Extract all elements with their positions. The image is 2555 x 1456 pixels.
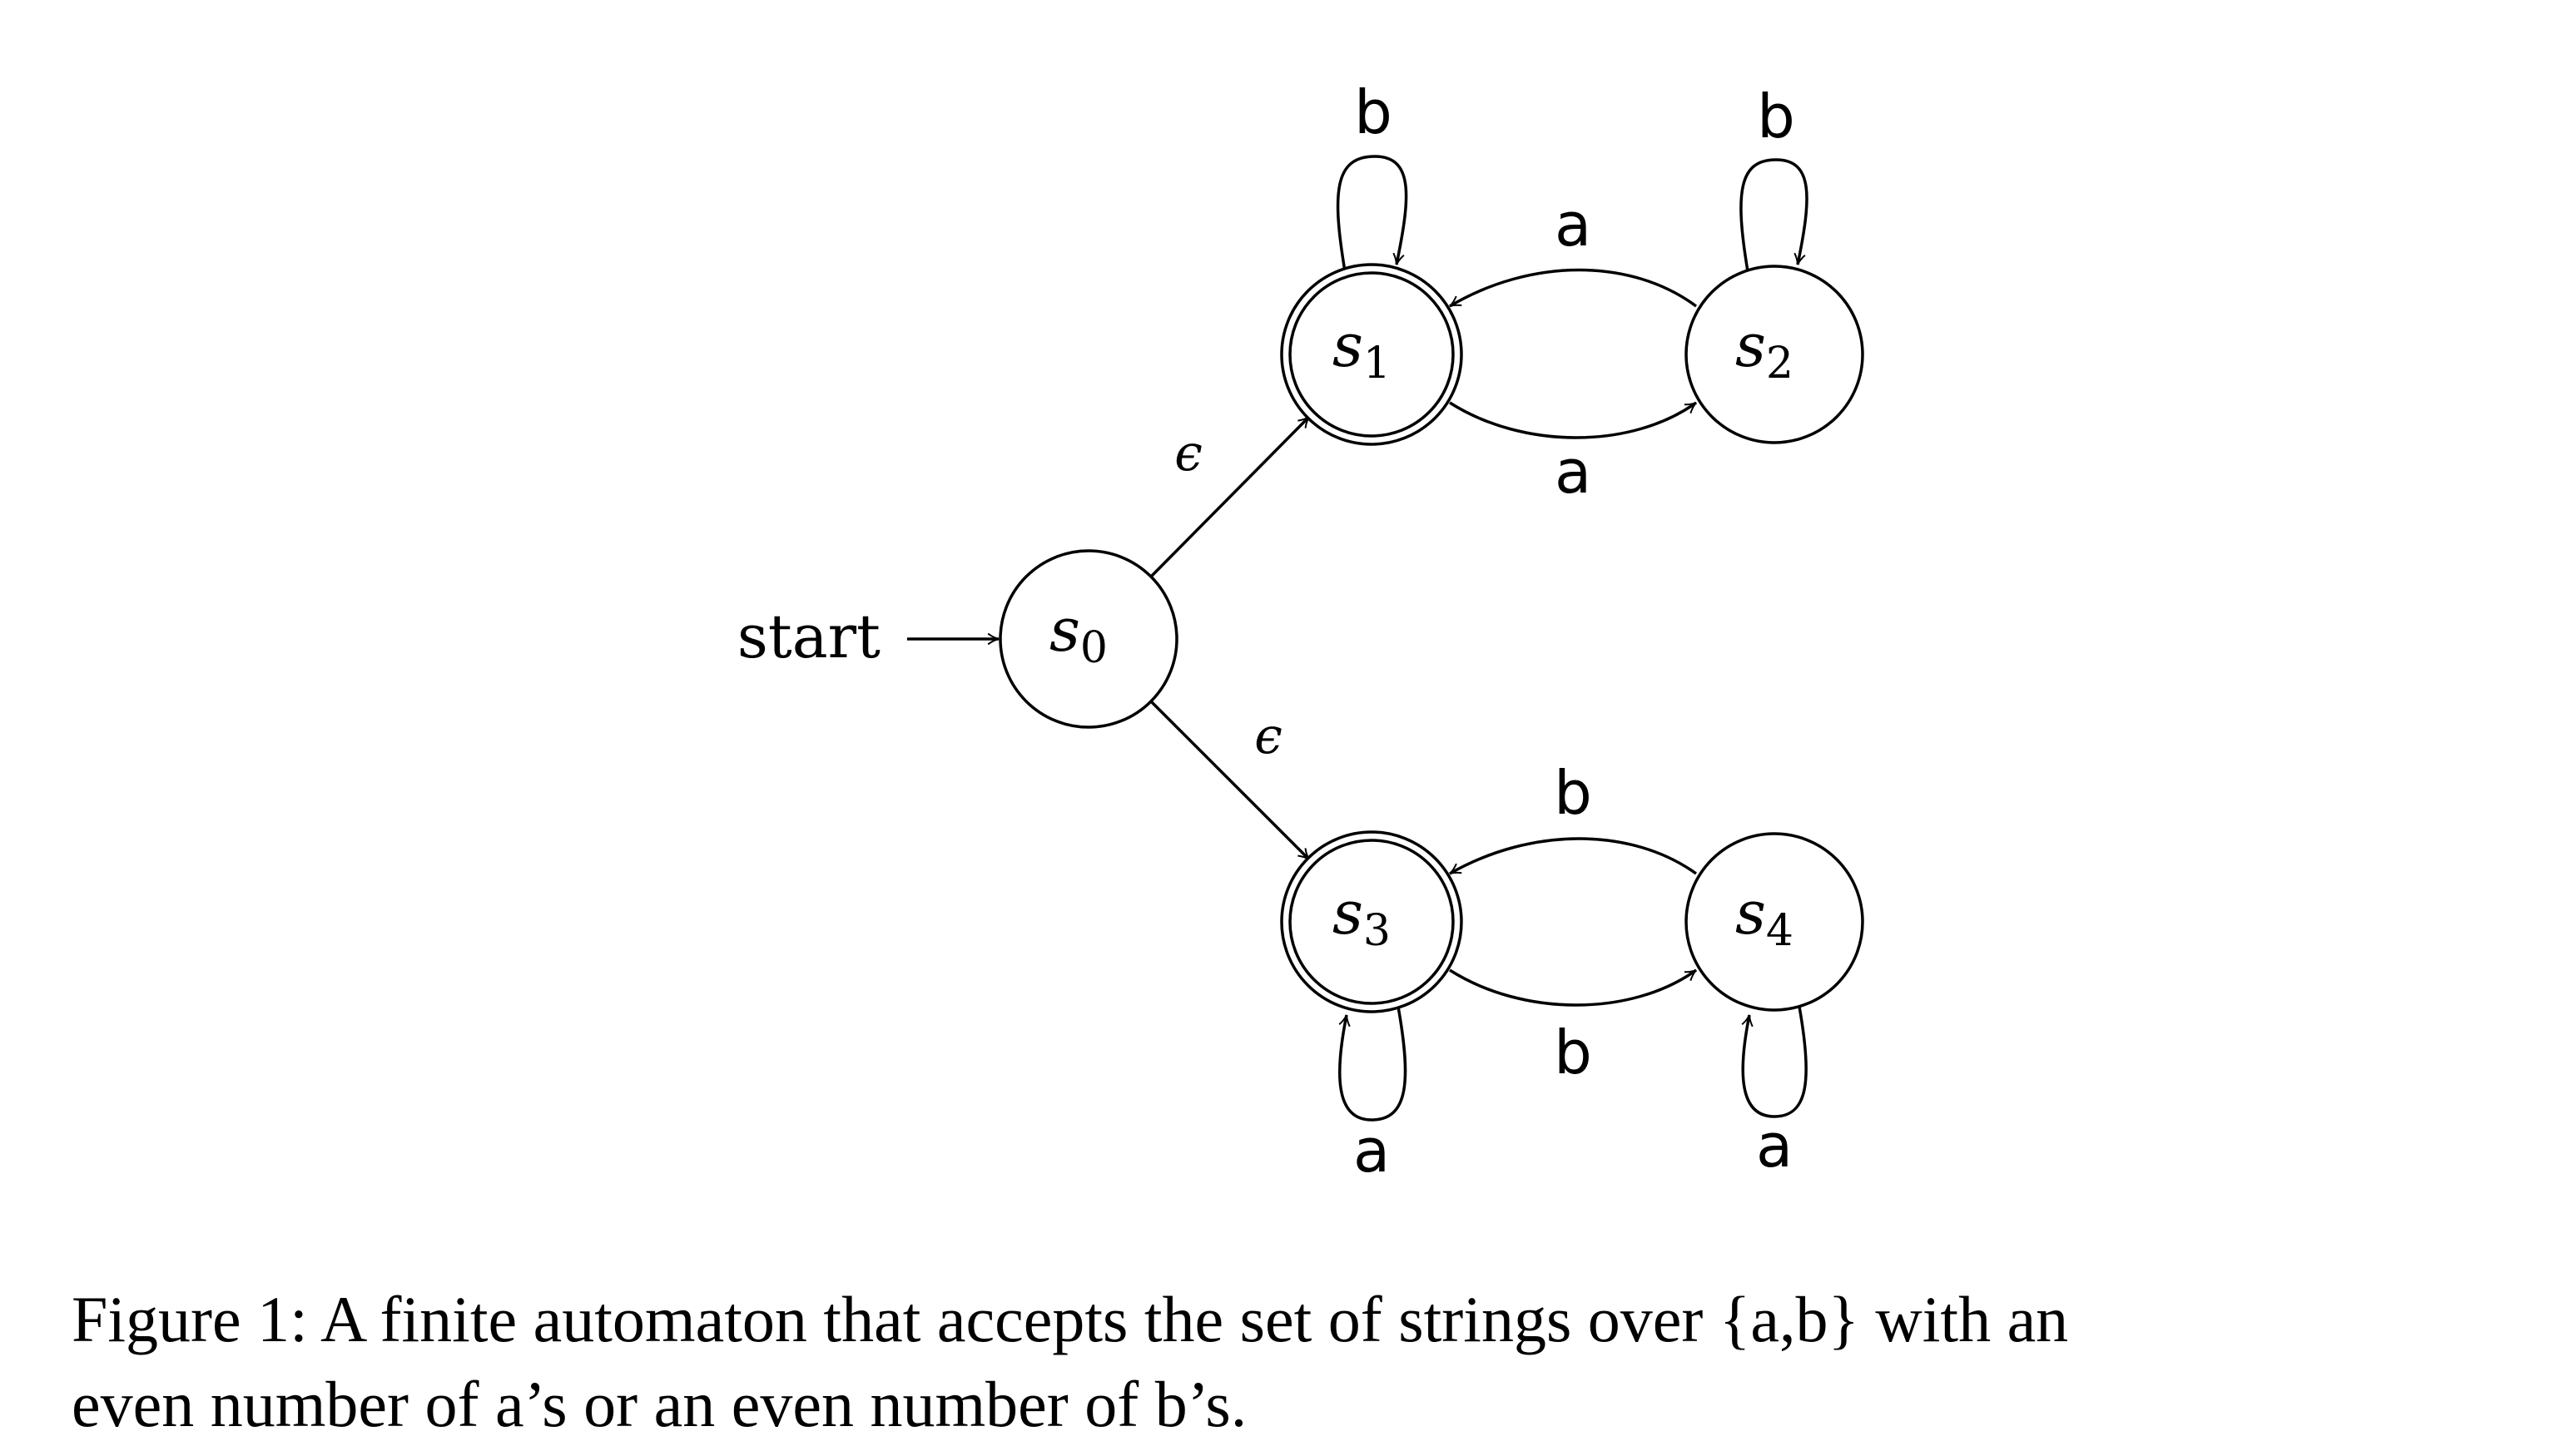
state-s3-name: s	[1332, 878, 1363, 948]
loop-s3	[1337, 1006, 1407, 1122]
edge-s3-s4	[1449, 968, 1698, 1007]
state-s0: s0	[999, 549, 1178, 729]
edge-s4-s3	[1449, 837, 1698, 875]
state-s3: s3	[1280, 830, 1463, 1013]
start-label: start	[737, 602, 881, 671]
state-s0-sub: 0	[1080, 623, 1108, 673]
edge-label-s2-s1: a	[1555, 190, 1591, 260]
svg-text:s4: s4	[1735, 878, 1793, 956]
svg-text:s3: s3	[1332, 878, 1391, 956]
state-s2: s2	[1684, 265, 1864, 444]
state-s1-name: s	[1332, 310, 1363, 380]
state-s4-sub: 4	[1766, 906, 1793, 956]
edge-s0-s3	[1149, 700, 1311, 861]
edge-label-s0-s3: ϵ	[1254, 707, 1282, 765]
automaton-diagram: start ϵ ϵ b b a a b b a a s0 s1 s2 s3	[737, 77, 1864, 1186]
caption-line-1: Figure 1: A finite automaton that accept…	[72, 1283, 2069, 1355]
edge-s2-s1	[1449, 268, 1698, 308]
caption-line-2: even number of a’s or an even number of …	[72, 1368, 1248, 1440]
loop-s4	[1741, 1006, 1808, 1118]
state-s2-name: s	[1735, 310, 1766, 380]
edge-s1-s2	[1449, 401, 1698, 439]
loop-label-s2: b	[1757, 82, 1795, 151]
loop-s1	[1336, 155, 1408, 272]
state-s3-sub: 3	[1363, 906, 1391, 956]
state-s4-name: s	[1735, 878, 1766, 948]
edge-label-s4-s3: b	[1554, 758, 1592, 828]
edge-label-s3-s4: b	[1554, 1018, 1592, 1087]
loop-label-s3: a	[1353, 1116, 1390, 1186]
state-s1-sub: 1	[1363, 339, 1391, 389]
loop-s2	[1739, 158, 1808, 272]
figure-caption: Figure 1: A finite automaton that accept…	[72, 1277, 2510, 1447]
svg-text:s0: s0	[1049, 595, 1108, 673]
svg-text:s2: s2	[1735, 310, 1793, 389]
edge-label-s0-s1: ϵ	[1174, 424, 1203, 483]
state-s2-sub: 2	[1766, 339, 1793, 389]
state-s1: s1	[1280, 263, 1463, 446]
edge-s0-s1	[1149, 415, 1311, 578]
svg-text:s1: s1	[1332, 310, 1391, 389]
loop-label-s1: b	[1354, 77, 1392, 147]
state-s4: s4	[1684, 832, 1864, 1012]
edge-label-s1-s2: a	[1555, 437, 1591, 507]
state-s0-name: s	[1049, 595, 1080, 665]
loop-label-s4: a	[1756, 1111, 1793, 1181]
